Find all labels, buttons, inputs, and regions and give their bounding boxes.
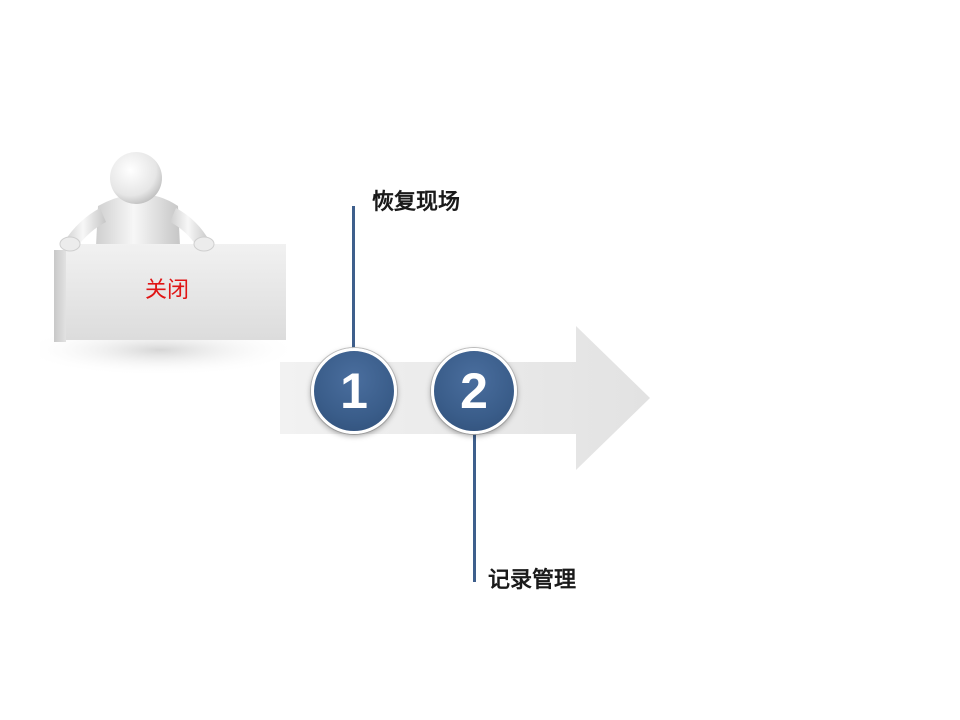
step2-number-badge: 2 [431, 348, 517, 434]
step1-label: 恢复现场 [372, 190, 461, 215]
person-holding-sign-icon [40, 152, 300, 376]
step2-connector-line [473, 430, 476, 582]
sign-text: 关闭 [144, 278, 189, 303]
step1-connector-line [352, 206, 355, 350]
step2-label: 记录管理 [488, 568, 577, 593]
step1-number-badge: 1 [311, 348, 397, 434]
